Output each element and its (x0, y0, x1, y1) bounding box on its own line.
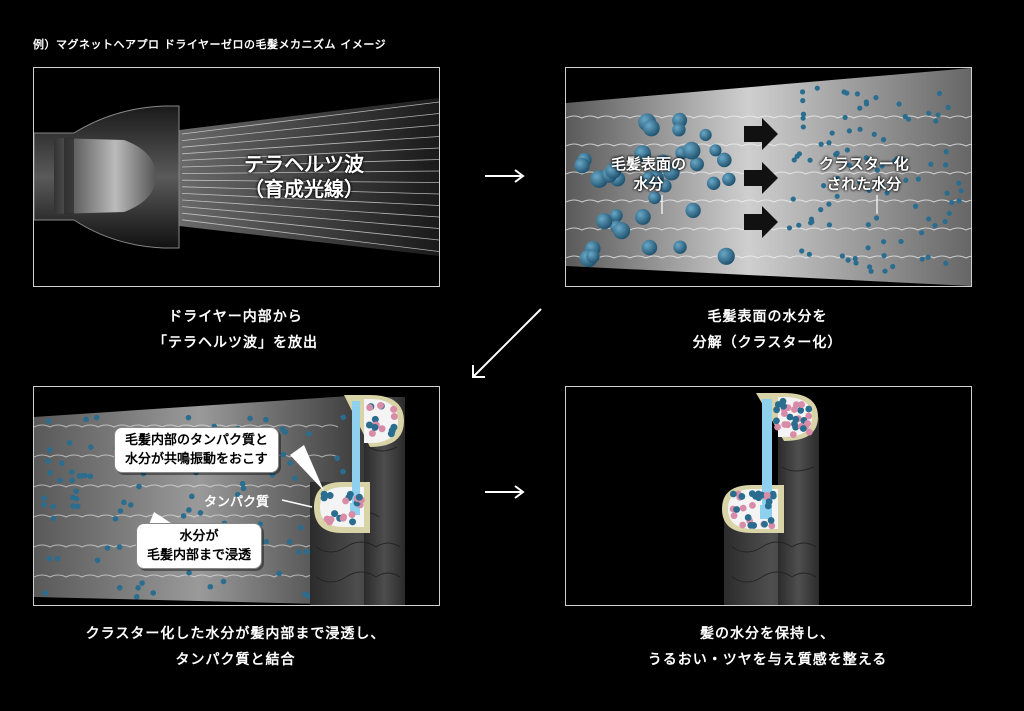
panel-cluster: 毛髪表面の 水分 クラスター化 された水分 (565, 67, 972, 287)
caption-panel3: クラスター化した水分が髪内部まで浸透し、 タンパク質と結合 (85, 626, 386, 668)
protein-water-particles (729, 397, 813, 530)
cluster-arrow-2 (744, 162, 778, 194)
cluster-arrows (744, 118, 778, 238)
arrow-down-left-icon (472, 308, 542, 378)
result-illustration (722, 393, 819, 605)
cluster-illustration (566, 68, 971, 286)
page-heading: 例）マグネットヘアプロ ドライヤーゼロの毛髪メカニズム イメージ (33, 38, 387, 51)
protein-label: タンパク質 (204, 495, 270, 510)
caption-panel1: ドライヤー内部から 「テラヘルツ波」を放出 (153, 309, 318, 351)
dryer-head (54, 138, 156, 214)
caption-panel4: 髪の水分を保持し、 うるおい・ツヤを与え質感を整える (647, 626, 888, 668)
cluster-arrow-3 (744, 206, 778, 238)
clustered-water-label: クラスター化 された水分 (819, 155, 909, 193)
terahertz-wave-lines (181, 101, 439, 252)
resonance-bubble: 毛髪内部のタンパク質と 水分が共鳴振動をおこす (114, 427, 280, 473)
arrow-right-icon (485, 485, 525, 499)
panel-result (565, 386, 972, 606)
panel-penetration: 毛髪内部のタンパク質と 水分が共鳴振動をおこす タンパク質 水分が 毛髪内部まで… (33, 386, 440, 606)
protein-water-particles (320, 402, 398, 526)
wave-lines (566, 115, 971, 259)
hair-medulla (350, 401, 360, 515)
penetration-bubble: 水分が 毛髪内部まで浸透 (136, 523, 263, 569)
terahertz-beam (179, 98, 439, 256)
dryer-illustration (34, 98, 439, 256)
water-droplets (574, 85, 964, 274)
caption-panel2: 毛髪表面の水分を 分解（クラスター化） (692, 309, 843, 351)
arrow-right-icon (485, 169, 525, 183)
surface-water-label: 毛髪表面の 水分 (611, 155, 687, 193)
panel-dryer: テラヘルツ波 （育成光線） (33, 67, 440, 287)
terahertz-label: テラヘルツ波 （育成光線） (244, 152, 364, 201)
cluster-arrow-1 (744, 118, 778, 150)
hair-medulla (760, 399, 772, 519)
